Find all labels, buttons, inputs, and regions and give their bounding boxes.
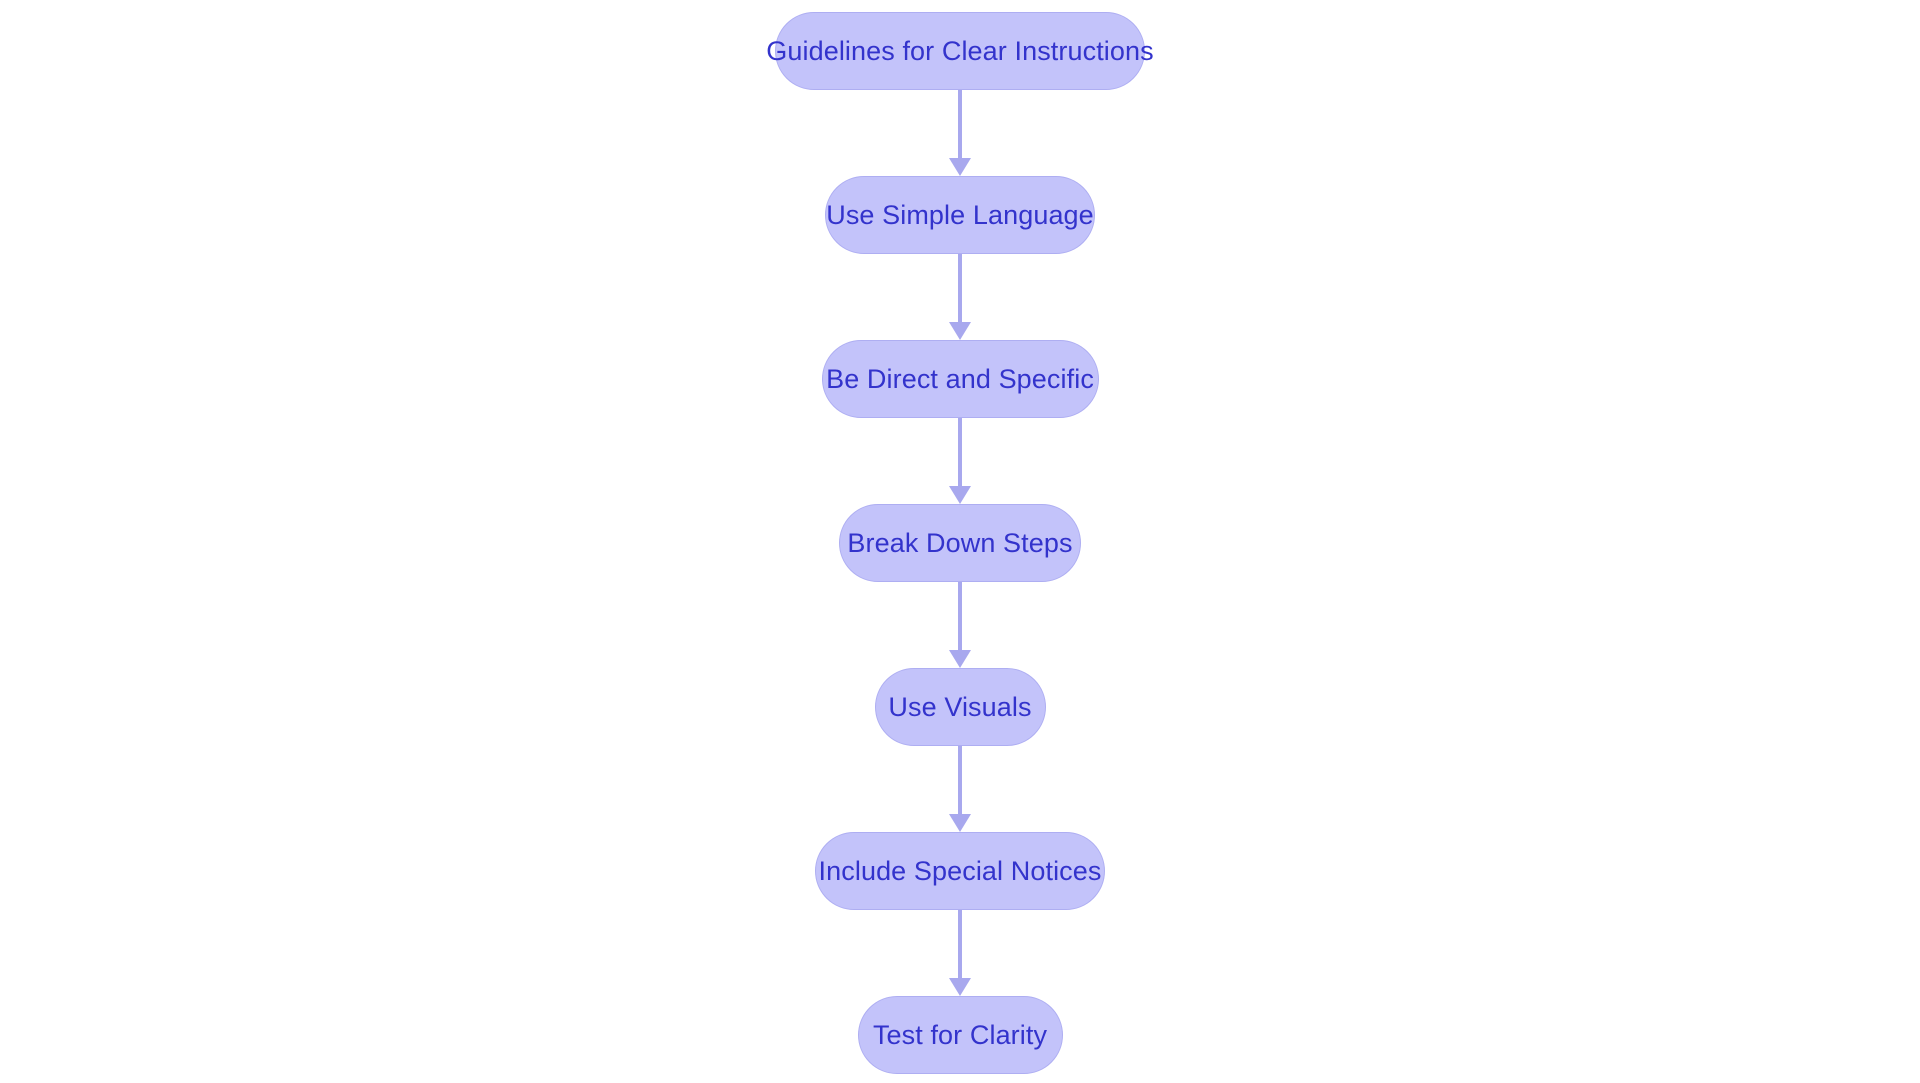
flow-edge-n1-n2: [946, 90, 974, 176]
flow-edge-n3-n4: [946, 418, 974, 504]
edge-line: [958, 746, 962, 816]
arrowhead-down-icon: [949, 650, 971, 668]
flow-node-label: Guidelines for Clear Instructions: [766, 35, 1154, 66]
arrowhead-down-icon: [949, 814, 971, 832]
arrowhead-down-icon: [949, 158, 971, 176]
flow-edge-n2-n3: [946, 254, 974, 340]
flow-node-be-direct-and-specific[interactable]: Be Direct and Specific: [821, 340, 1099, 418]
edge-line: [958, 910, 962, 980]
flow-node-include-special-notices[interactable]: Include Special Notices: [815, 832, 1105, 910]
flow-node-label: Break Down Steps: [847, 527, 1073, 558]
arrowhead-down-icon: [949, 978, 971, 996]
flow-node-break-down-steps[interactable]: Break Down Steps: [839, 504, 1081, 582]
edge-line: [958, 582, 962, 652]
edge-line: [958, 90, 962, 160]
flow-node-label: Use Simple Language: [826, 199, 1094, 230]
flow-edge-n5-n6: [946, 746, 974, 832]
flow-node-label: Use Visuals: [888, 691, 1032, 722]
flow-node-use-simple-language[interactable]: Use Simple Language: [825, 176, 1095, 254]
flow-edge-n6-n7: [946, 910, 974, 996]
flow-node-label: Test for Clarity: [872, 1019, 1048, 1050]
arrowhead-down-icon: [949, 486, 971, 504]
flow-node-test-for-clarity[interactable]: Test for Clarity: [857, 996, 1063, 1074]
flow-node-label: Be Direct and Specific: [826, 363, 1094, 394]
edge-line: [958, 254, 962, 324]
edge-line: [958, 418, 962, 488]
flow-edge-n4-n5: [946, 582, 974, 668]
arrowhead-down-icon: [949, 322, 971, 340]
flow-node-use-visuals[interactable]: Use Visuals: [874, 668, 1046, 746]
flow-node-label: Include Special Notices: [818, 855, 1102, 886]
flow-node-guidelines-for-clear-instructions[interactable]: Guidelines for Clear Instructions: [766, 12, 1154, 90]
